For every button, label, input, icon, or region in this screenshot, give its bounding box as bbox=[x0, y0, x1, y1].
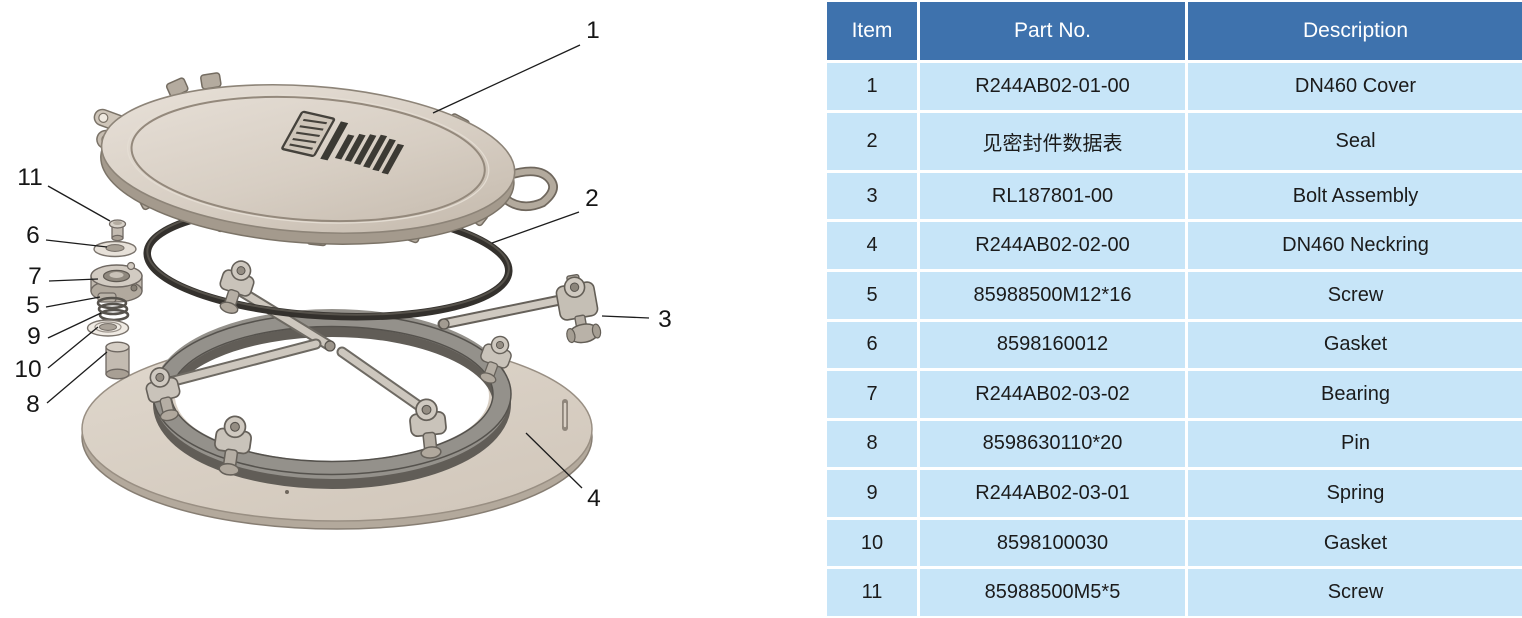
cell-description: Gasket bbox=[1185, 318, 1522, 372]
cell-description: Spring bbox=[1185, 467, 1522, 520]
cell-description: Seal bbox=[1185, 109, 1522, 173]
callout-3: 3 bbox=[658, 306, 672, 333]
cell-item: 8 bbox=[824, 417, 920, 471]
cell-part-no: R244AB02-03-02 bbox=[917, 368, 1188, 421]
callout-10: 10 bbox=[14, 356, 41, 383]
cover-logo bbox=[281, 110, 405, 175]
cell-item: 3 bbox=[824, 169, 920, 223]
cell-part-no: RL187801-00 bbox=[917, 169, 1188, 223]
callout-5: 5 bbox=[26, 292, 40, 319]
cell-description: Pin bbox=[1185, 417, 1522, 471]
table-row: 10 8598100030 Gasket bbox=[824, 516, 1522, 570]
table-row: 5 85988500M12*16 Screw bbox=[824, 268, 1522, 322]
cell-part-no: R244AB02-02-00 bbox=[917, 219, 1188, 272]
table-row: 11 85988500M5*5 Screw bbox=[824, 566, 1522, 618]
cell-item: 1 bbox=[824, 60, 920, 113]
cell-item: 9 bbox=[824, 467, 920, 520]
table-row: 3 RL187801-00 Bolt Assembly bbox=[824, 169, 1522, 223]
table-row: 2 见密封件数据表 Seal bbox=[824, 109, 1522, 173]
cell-description: Gasket bbox=[1185, 516, 1522, 570]
cell-part-no: 见密封件数据表 bbox=[917, 109, 1188, 173]
cell-item: 10 bbox=[824, 516, 920, 570]
callout-4: 4 bbox=[587, 485, 601, 512]
header-description: Description bbox=[1185, 0, 1522, 63]
neckring-part bbox=[81, 309, 593, 530]
screw-part-11 bbox=[108, 219, 127, 242]
cell-part-no: 8598630110*20 bbox=[917, 417, 1188, 471]
callout-11: 11 bbox=[17, 164, 42, 191]
callout-1: 1 bbox=[586, 17, 600, 44]
callout-9: 9 bbox=[27, 323, 41, 350]
cell-item: 4 bbox=[824, 219, 920, 272]
callout-2: 2 bbox=[585, 185, 599, 212]
pin-part-8 bbox=[105, 341, 130, 380]
cell-part-no: 85988500M5*5 bbox=[917, 566, 1188, 618]
table-row: 8 8598630110*20 Pin bbox=[824, 417, 1522, 471]
table-row: 1 R244AB02-01-00 DN460 Cover bbox=[824, 60, 1522, 113]
cell-part-no: R244AB02-03-01 bbox=[917, 467, 1188, 520]
cell-part-no: 8598100030 bbox=[917, 516, 1188, 570]
cell-description: Bolt Assembly bbox=[1185, 169, 1522, 223]
cell-description: DN460 Neckring bbox=[1185, 219, 1522, 272]
bearing-part-7 bbox=[90, 261, 143, 303]
plate-hole bbox=[285, 490, 289, 494]
callout-6: 6 bbox=[26, 222, 40, 249]
leader-lines bbox=[45, 44, 650, 489]
cell-part-no: R244AB02-01-00 bbox=[917, 60, 1188, 113]
cell-item: 6 bbox=[824, 318, 920, 372]
table-row: 4 R244AB02-02-00 DN460 Neckring bbox=[824, 219, 1522, 272]
exploded-view-diagram: 1 2 3 4 5 6 7 8 9 10 11 bbox=[14, 17, 672, 530]
hardware-stack bbox=[86, 219, 143, 380]
cell-description: Screw bbox=[1185, 268, 1522, 322]
cell-part-no: 85988500M12*16 bbox=[917, 268, 1188, 322]
header-part-no: Part No. bbox=[917, 0, 1188, 63]
header-item: Item bbox=[824, 0, 920, 63]
parts-table: Item Part No. Description 1 R244AB02-01-… bbox=[824, 0, 1522, 618]
table-header-row: Item Part No. Description bbox=[824, 0, 1522, 63]
table-row: 7 R244AB02-03-02 Bearing bbox=[824, 368, 1522, 421]
table-row: 9 R244AB02-03-01 Spring bbox=[824, 467, 1522, 520]
callout-7: 7 bbox=[28, 263, 42, 290]
cell-item: 2 bbox=[824, 109, 920, 173]
cell-description: Screw bbox=[1185, 566, 1522, 618]
bolt-rods bbox=[164, 286, 428, 414]
cell-item: 7 bbox=[824, 368, 920, 421]
callout-labels: 1 2 3 4 5 6 7 8 9 10 11 bbox=[14, 17, 671, 512]
callout-8: 8 bbox=[26, 391, 40, 418]
cover-part bbox=[93, 72, 558, 247]
bolt-assembly-part bbox=[437, 273, 602, 344]
cell-description: DN460 Cover bbox=[1185, 60, 1522, 113]
cell-description: Bearing bbox=[1185, 368, 1522, 421]
gasket-part-10 bbox=[86, 319, 130, 337]
cell-item: 5 bbox=[824, 268, 920, 322]
cell-part-no: 8598160012 bbox=[917, 318, 1188, 372]
cell-item: 11 bbox=[824, 566, 920, 618]
table-row: 6 8598160012 Gasket bbox=[824, 318, 1522, 372]
gasket-part-6 bbox=[93, 240, 137, 258]
